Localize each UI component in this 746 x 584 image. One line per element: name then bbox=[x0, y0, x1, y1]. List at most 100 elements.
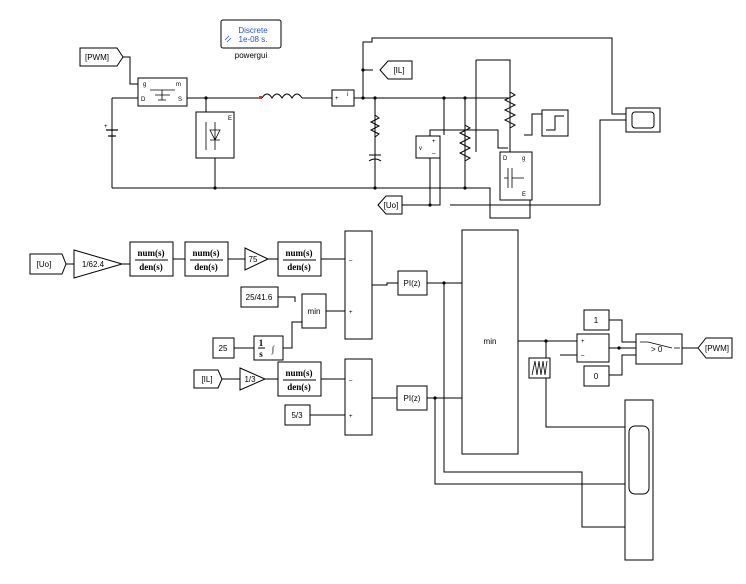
svg-text:v: v bbox=[419, 146, 422, 152]
svg-text:–: – bbox=[349, 258, 353, 264]
min-block-large[interactable]: min bbox=[461, 229, 519, 455]
svg-text:∫: ∫ bbox=[271, 344, 276, 355]
sawtooth-icon bbox=[531, 360, 548, 376]
powergui-block[interactable]: Discrete 1e-08 s. bbox=[220, 19, 282, 49]
constant-25-41-6[interactable]: 25/41.6 bbox=[240, 286, 279, 308]
from-tag-il[interactable]: [IL] bbox=[193, 369, 223, 389]
from-tag-uo[interactable]: [Uo] bbox=[29, 253, 67, 275]
svg-text:5/3: 5/3 bbox=[291, 411, 303, 420]
svg-text:[Uo]: [Uo] bbox=[37, 260, 52, 269]
control-wires bbox=[66, 258, 698, 528]
load-mosfet-block[interactable]: D g E bbox=[499, 151, 533, 201]
switched-resistor[interactable] bbox=[503, 91, 517, 129]
svg-text:–: – bbox=[349, 378, 353, 384]
step-icon bbox=[546, 115, 564, 131]
constant-0[interactable]: 0 bbox=[583, 365, 610, 387]
igbt-icon bbox=[150, 89, 175, 101]
goto-tag-uo[interactable]: [Uo] bbox=[377, 195, 403, 215]
transfer-fcn-1[interactable]: num(s) den(s) bbox=[129, 241, 174, 277]
svg-text:Discrete: Discrete bbox=[238, 26, 268, 35]
svg-text:> 0: > 0 bbox=[651, 345, 663, 354]
goto-tag-il[interactable]: [IL] bbox=[379, 60, 413, 80]
current-measurement-block[interactable]: + i bbox=[331, 89, 355, 107]
svg-text:num(s): num(s) bbox=[137, 248, 164, 258]
svg-text:m: m bbox=[176, 82, 181, 88]
svg-text:[Uo]: [Uo] bbox=[384, 201, 399, 210]
min-block-small[interactable]: min bbox=[301, 293, 327, 329]
transfer-fcn-2[interactable]: num(s) den(s) bbox=[184, 241, 229, 277]
pi-controller-current[interactable]: PI(z) bbox=[396, 385, 428, 411]
svg-text:PI(z): PI(z) bbox=[404, 394, 421, 403]
svg-text:[PWM]: [PWM] bbox=[705, 344, 729, 353]
sum-block-comparator[interactable]: + – bbox=[576, 333, 610, 363]
svg-text:[IL]: [IL] bbox=[201, 375, 212, 384]
svg-text:25/41.6: 25/41.6 bbox=[246, 293, 273, 302]
integrator-block[interactable]: 1 s ∫ bbox=[253, 335, 284, 361]
power-circuit-wires bbox=[111, 37, 626, 219]
switch-icon bbox=[640, 341, 680, 349]
voltage-measurement-block[interactable]: v + – bbox=[415, 135, 441, 159]
load-resistor[interactable] bbox=[458, 124, 472, 162]
diode-icon bbox=[205, 122, 221, 150]
svg-text:+: + bbox=[104, 124, 108, 130]
svg-text:1e-08 s.: 1e-08 s. bbox=[239, 35, 268, 44]
svg-text:[IL]: [IL] bbox=[393, 66, 404, 75]
junction-dots bbox=[204, 68, 621, 400]
svg-text:[PWM]: [PWM] bbox=[85, 53, 109, 62]
transfer-fcn-3[interactable]: num(s) den(s) bbox=[277, 241, 322, 277]
svg-text:num(s): num(s) bbox=[285, 368, 312, 378]
svg-text:–: – bbox=[432, 151, 436, 157]
switch-block[interactable]: > 0 bbox=[635, 333, 683, 365]
powergui-icon bbox=[224, 35, 232, 43]
sum-block-voltage[interactable]: – + bbox=[344, 230, 373, 340]
igbt-switch-block[interactable]: g m D S bbox=[137, 77, 188, 107]
dc-voltage-source[interactable]: + bbox=[104, 124, 118, 137]
svg-text:+: + bbox=[349, 310, 353, 316]
svg-text:num(s): num(s) bbox=[192, 248, 219, 258]
svg-text:den(s): den(s) bbox=[139, 262, 163, 272]
svg-text:1: 1 bbox=[594, 316, 599, 325]
svg-text:1: 1 bbox=[259, 338, 264, 348]
scope-bottom[interactable] bbox=[624, 399, 654, 561]
svg-text:g: g bbox=[522, 156, 525, 162]
svg-text:0: 0 bbox=[594, 372, 599, 381]
svg-text:s: s bbox=[259, 349, 263, 359]
svg-text:1/62.4: 1/62.4 bbox=[82, 260, 105, 269]
svg-text:25: 25 bbox=[219, 344, 228, 353]
svg-text:E: E bbox=[228, 116, 232, 122]
svg-text:–: – bbox=[581, 353, 585, 359]
gain-block-75[interactable]: 75 bbox=[244, 247, 270, 271]
gain-block-current[interactable]: 1/3 bbox=[239, 367, 267, 391]
constant-25[interactable]: 25 bbox=[212, 337, 235, 359]
svg-text:75: 75 bbox=[249, 255, 258, 264]
svg-text:D: D bbox=[141, 97, 146, 103]
gain-block-voltage[interactable]: 1/62.4 bbox=[73, 249, 124, 279]
inductor[interactable] bbox=[259, 93, 303, 99]
pi-controller-voltage[interactable]: PI(z) bbox=[397, 270, 428, 296]
svg-text:PI(z): PI(z) bbox=[404, 279, 421, 288]
svg-text:g: g bbox=[143, 82, 146, 88]
scope-top[interactable] bbox=[625, 107, 661, 133]
svg-text:den(s): den(s) bbox=[194, 262, 218, 272]
constant-5-3[interactable]: 5/3 bbox=[284, 404, 311, 426]
svg-text:+: + bbox=[349, 414, 353, 420]
sum-block-current[interactable]: – + bbox=[344, 358, 373, 436]
powergui-label: powergui bbox=[235, 51, 268, 60]
step-source-block[interactable] bbox=[541, 109, 569, 137]
svg-text:num(s): num(s) bbox=[285, 248, 312, 258]
diode-block[interactable]: E bbox=[195, 111, 235, 159]
sawtooth-source[interactable] bbox=[528, 357, 551, 379]
svg-text:S: S bbox=[178, 97, 182, 103]
goto-tag-pwm[interactable]: [PWM] bbox=[697, 337, 733, 359]
svg-text:i: i bbox=[347, 92, 348, 98]
rc-load-branch[interactable] bbox=[368, 114, 382, 162]
transfer-fcn-4[interactable]: num(s) den(s) bbox=[277, 361, 322, 397]
svg-text:D: D bbox=[503, 156, 508, 162]
svg-text:min: min bbox=[308, 307, 321, 316]
svg-text:min: min bbox=[484, 337, 497, 346]
mosfet-icon bbox=[504, 168, 524, 188]
constant-1[interactable]: 1 bbox=[583, 309, 610, 331]
svg-text:1/3: 1/3 bbox=[244, 375, 256, 384]
from-tag-pwm-top[interactable]: [PWM] bbox=[79, 47, 124, 67]
svg-text:E: E bbox=[522, 192, 526, 198]
